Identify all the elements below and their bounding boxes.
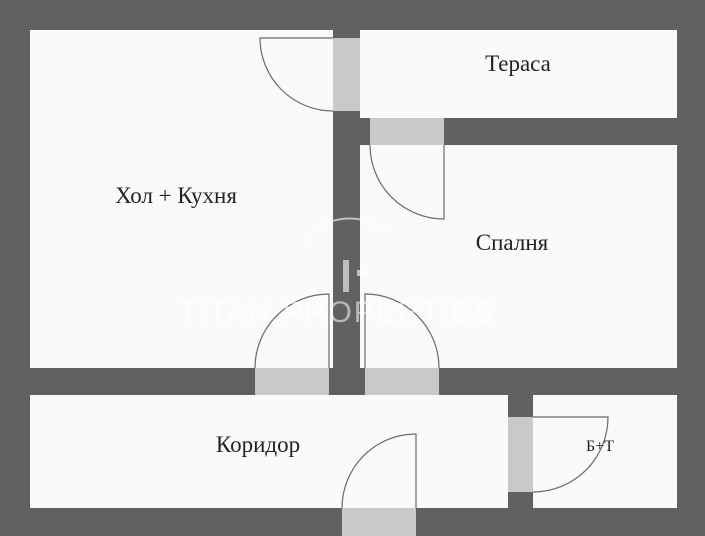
label-terrace: Тераса — [485, 51, 551, 76]
label-corridor: Коридор — [216, 432, 300, 457]
watermark-logo — [304, 217, 386, 292]
room-terrace — [360, 30, 677, 118]
door-opening-entrance — [342, 508, 416, 536]
room-hall-kitchen — [30, 30, 333, 368]
label-bedroom: Спалня — [476, 230, 549, 255]
door-opening-terrace-bedroom — [370, 118, 444, 145]
door-opening-bedroom — [365, 368, 439, 395]
door-swing-bathroom — [532, 416, 609, 493]
room-bathroom — [533, 395, 677, 508]
door-opening-hall — [255, 368, 329, 395]
door-swing-bedroom — [364, 293, 440, 369]
door-opening-terrace — [333, 38, 360, 111]
door-swing-terrace-bedroom — [369, 144, 445, 220]
watermark-text: TITAN PROPERTIES — [178, 296, 496, 329]
door-swing-entrance — [341, 433, 417, 509]
door-swing-hall — [254, 293, 330, 369]
door-opening-bathroom — [508, 417, 533, 492]
room-corridor — [30, 395, 508, 508]
label-bathroom: Б+Т — [586, 438, 614, 455]
label-hall-kitchen: Хол + Кухня — [115, 183, 237, 208]
door-swing-terrace — [259, 37, 334, 112]
room-bedroom — [360, 145, 677, 368]
